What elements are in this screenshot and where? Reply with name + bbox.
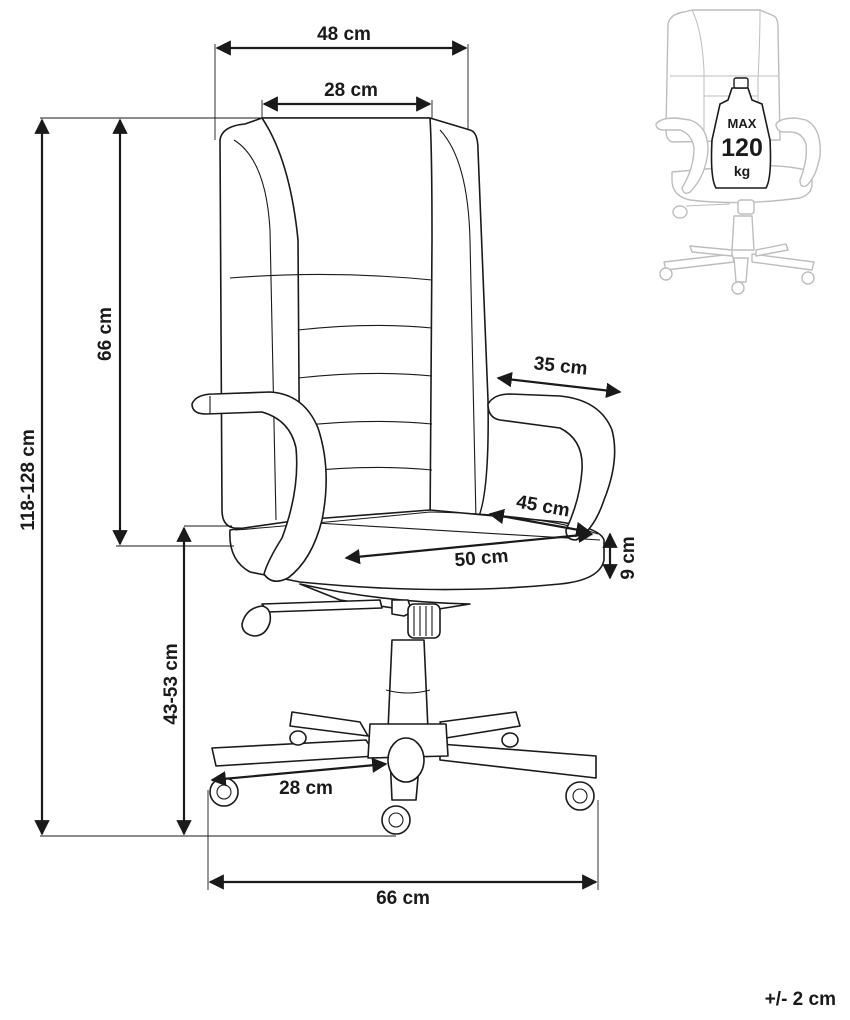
max-load-line1: MAX <box>728 116 757 131</box>
backrest-height-label: 66 cm <box>95 307 116 361</box>
max-load-thumbnail: MAX 120 kg <box>655 9 821 295</box>
seat-thickness-label: 9 cm <box>618 536 639 579</box>
dimension-arrows <box>34 40 622 890</box>
max-load-line2: 120 <box>721 134 763 162</box>
overall-width-label: 48 cm <box>317 24 371 45</box>
max-load-line3: kg <box>734 163 750 179</box>
backrest-width-label: 28 cm <box>324 80 378 101</box>
armrest-length-label: 35 cm <box>533 353 589 380</box>
base-radius-arrow <box>210 757 388 787</box>
tolerance-label: +/- 2 cm <box>765 989 836 1010</box>
gas-cylinder <box>387 639 429 731</box>
seat-width-arrow <box>344 527 594 565</box>
base-width-label: 66 cm <box>376 888 430 909</box>
tilt-lever <box>261 599 383 613</box>
armrest-length-arrow <box>496 371 622 399</box>
seat-depth-label: 45 cm <box>515 492 572 522</box>
gas-lift-collar <box>407 603 441 639</box>
base-radius-label: 28 cm <box>279 778 333 799</box>
left-armrest <box>191 391 327 582</box>
star-base <box>211 711 597 801</box>
weight-icon <box>710 87 772 189</box>
extension-lines <box>40 44 599 890</box>
seat-height-label: 43-53 cm <box>161 643 182 724</box>
chair-drawing <box>191 117 616 835</box>
total-height-label: 118-128 cm <box>18 429 39 530</box>
seat-width-label: 50 cm <box>454 546 510 572</box>
